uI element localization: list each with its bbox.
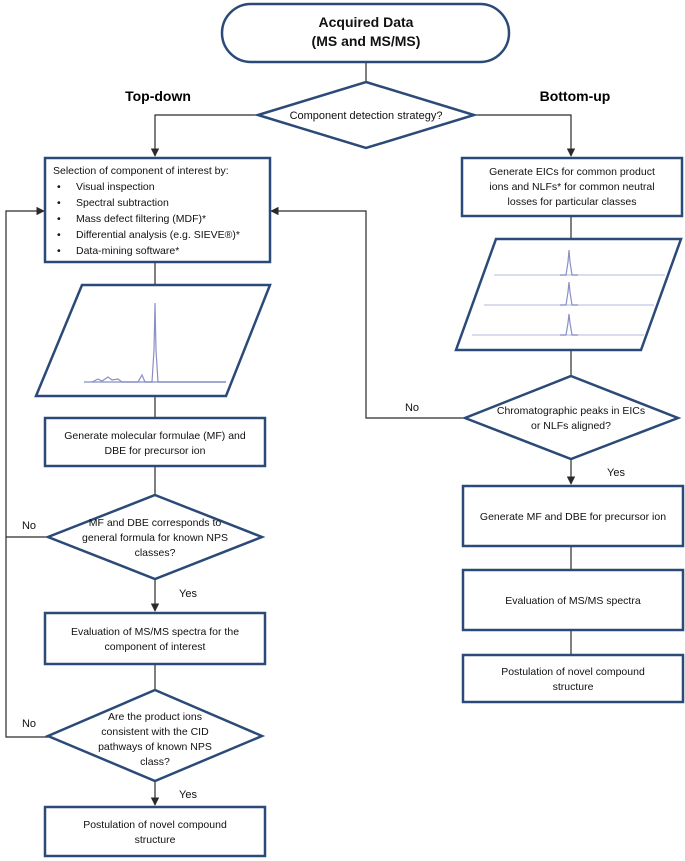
decision-mf-line2: general formula for known NPS [82, 532, 228, 544]
edge-feedback-loop-left [5, 206, 50, 738]
heading-bottom-up: Bottom-up [540, 88, 611, 104]
generate-mf-right-label: Generate MF and DBE for precursor ion [480, 511, 666, 523]
label-yes-decision-mf: Yes [179, 588, 197, 600]
postulation-right-line2: structure [553, 681, 594, 693]
selection-item: Spectral subtraction [76, 197, 169, 209]
postulation-left-line2: structure [135, 834, 176, 846]
spectrum-left [34, 283, 272, 398]
start-title: Acquired Data [319, 14, 414, 30]
decision-peaks-line2: or NLFs aligned? [531, 420, 611, 432]
decision-mf-line1: MF and DBE corresponds to [89, 517, 222, 529]
selection-item: Differential analysis (e.g. SIEVE®)* [76, 229, 240, 241]
decision-peaks-line1: Chromatographic peaks in EICs [497, 405, 645, 417]
decision-ions-line2: consistent with the CID [101, 726, 209, 738]
generate-mf-line1: Generate molecular formulae (MF) and [64, 430, 246, 442]
selection-item: Mass defect filtering (MDF)* [76, 213, 206, 225]
evaluate-right-box: Evaluation of MS/MS spectra [461, 568, 685, 632]
spectrum-right [454, 237, 683, 352]
heading-top-down: Top-down [125, 88, 191, 104]
postulation-right-line1: Postulation of novel compound [501, 666, 645, 678]
decision-strategy-label: Component detection strategy? [290, 110, 443, 122]
selection-box: Selection of component of interest by: •… [43, 156, 272, 264]
label-no-decision-mf: No [22, 520, 36, 532]
generate-mf-line2: DBE for precursor ion [105, 445, 206, 457]
selection-item: Data-mining software* [76, 245, 179, 257]
decision-ions-line3: pathways of known NPS [98, 741, 212, 753]
svg-text:•: • [57, 229, 61, 241]
evaluate-line2: component of interest [105, 641, 206, 653]
decision-ions: Are the product ions consistent with the… [44, 688, 266, 783]
decision-strategy: Component detection strategy? [253, 80, 479, 150]
postulation-right-box: Postulation of novel compound structure [461, 653, 685, 704]
generate-mf-right-box: Generate MF and DBE for precursor ion [461, 484, 685, 548]
selection-item: Visual inspection [76, 181, 155, 193]
generate-mf-box: Generate molecular formulae (MF) and DBE… [43, 416, 267, 468]
svg-text:•: • [57, 245, 61, 257]
label-yes-decision-peaks: Yes [607, 467, 625, 479]
generate-eic-line1: Generate EICs for common product [489, 166, 655, 178]
svg-text:•: • [57, 213, 61, 225]
decision-mf: MF and DBE corresponds to general formul… [44, 493, 266, 581]
edges [5, 50, 576, 806]
start-subtitle: (MS and MS/MS) [312, 33, 421, 49]
label-yes-decision-ions: Yes [179, 789, 197, 801]
evaluate-box: Evaluation of MS/MS spectra for the comp… [43, 611, 267, 666]
start-node: Acquired Data (MS and MS/MS) [220, 2, 511, 64]
label-no-decision-peaks: No [405, 402, 419, 414]
decision-mf-line3: classes? [135, 547, 176, 559]
edge-strategy-to-eic [474, 114, 576, 157]
postulation-left-line1: Postulation of novel compound [83, 819, 227, 831]
label-no-decision-ions: No [22, 718, 36, 730]
generate-eic-line2: ions and NLFs* for common neutral [489, 181, 654, 193]
selection-title: Selection of component of interest by: [53, 165, 229, 177]
generate-eic-line3: losses for particular classes [508, 196, 637, 208]
evaluate-right-label: Evaluation of MS/MS spectra [505, 595, 641, 607]
generate-eic-box: Generate EICs for common product ions an… [460, 156, 684, 218]
evaluate-line1: Evaluation of MS/MS spectra for the [71, 626, 239, 638]
edge-decision-peaks-no [270, 206, 467, 419]
postulation-left-box: Postulation of novel compound structure [43, 805, 267, 858]
svg-text:•: • [57, 197, 61, 209]
decision-peaks: Chromatographic peaks in EICs or NLFs al… [461, 374, 682, 461]
svg-text:•: • [57, 181, 61, 193]
decision-ions-line4: class? [140, 756, 170, 768]
edge-strategy-to-selection [150, 114, 260, 157]
decision-ions-line1: Are the product ions [108, 711, 202, 723]
